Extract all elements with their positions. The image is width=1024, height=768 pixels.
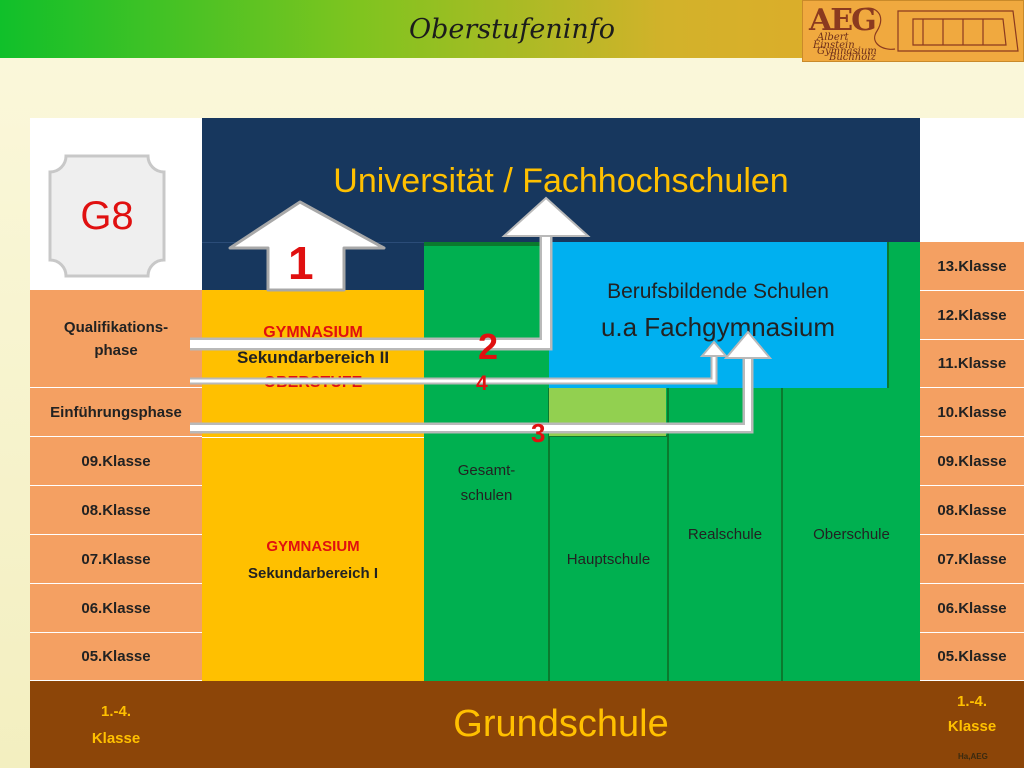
primary-grades-left: 1.-4. Klasse [30, 681, 202, 768]
gesamtschulen-label: schulen [460, 487, 513, 504]
arrow-4-icon [190, 340, 729, 385]
school-logo: AEG Albert Einstein Gymnasium Buchholz [802, 0, 1024, 62]
oberschule-block: Oberschule [813, 526, 890, 543]
g8-badge [48, 154, 166, 278]
arrow-2-label: 2 [478, 326, 499, 367]
grade-cell-left: 07.Klasse [30, 535, 202, 584]
pathway-arrows [190, 196, 773, 434]
arrow-1-icon [228, 200, 386, 292]
arrow-3-icon [190, 330, 773, 434]
primary-label: 1.-4. [100, 702, 131, 720]
green-divider [424, 242, 549, 246]
primary-label: Klasse [91, 729, 141, 747]
berufsbildende-schulen-block: Berufsbildende Schulen u.a Fachgymnasium [549, 242, 887, 388]
hauptschule-block: Hauptschule [566, 550, 651, 568]
school-system-diagram: Universität / Fachhochschulen G8 Qualifi… [30, 118, 1024, 768]
logo-line: Buchholz [829, 52, 876, 62]
logo-building-icon [862, 7, 1019, 52]
phase-label: phase [94, 341, 138, 359]
footer-credit: Ha,AEG [958, 752, 988, 761]
grade-cell-right: 08.Klasse [920, 486, 1024, 535]
gymnasium-upper-block: GYMNASIUM Sekundarbereich II OBERSTUFE [202, 290, 424, 437]
arrow-1-label: 1 [288, 237, 314, 289]
grade-cell-right: 12.Klasse [920, 291, 1024, 340]
grade-cell-right: 10.Klasse [920, 388, 1024, 437]
grade-cell-right: 06.Klasse [920, 584, 1024, 633]
primary-label: 1.-4. [956, 693, 987, 710]
grade-cell-right: 07.Klasse [920, 535, 1024, 584]
grade-cell-right: 05.Klasse [920, 633, 1024, 681]
page-title: Oberstufeninfo [408, 14, 616, 45]
grade-cell-right: 13.Klasse [920, 242, 1024, 291]
gesamtschulen-label: Gesamt- [457, 462, 516, 479]
logo-line: Albert [817, 32, 849, 43]
green-divider [887, 242, 889, 388]
grade-cell-left: 09.Klasse [30, 437, 202, 486]
logo-letters: AEG [809, 3, 877, 38]
logo-line: Gymnasium [817, 46, 877, 57]
primary-label: Klasse [947, 718, 997, 735]
gesamtschulen-block: Gesamt- schulen [424, 388, 549, 681]
green-divider [667, 388, 669, 681]
university-label: Universität / Fachhochschulen [333, 162, 789, 200]
grade-cell-right: 11.Klasse [920, 340, 1024, 388]
grade-cell-right: 09.Klasse [920, 437, 1024, 486]
green-divider [781, 388, 783, 681]
fachgymnasium-label: u.a Fachgymnasium [600, 312, 836, 342]
arrow-4-label: 4 [476, 372, 488, 395]
grade-cell-left: 05.Klasse [30, 633, 202, 681]
phase-label: Qualifikations- [63, 318, 169, 336]
logo-line: Einstein [813, 40, 855, 51]
berufsbildende-label: Berufsbildende Schulen [607, 280, 829, 303]
grade-cell-left: 08.Klasse [30, 486, 202, 535]
gymnasium-upper-title: GYMNASIUM [263, 324, 363, 341]
g8-label: G8 [80, 193, 134, 238]
primary-grades-right: 1.-4. Klasse [920, 681, 1024, 768]
gymnasium-lower-title: GYMNASIUM [266, 537, 360, 555]
gymnasium-lower-block: GYMNASIUM Sekundarbereich I [202, 437, 424, 681]
qualifikationsphase-cell: Qualifikations- phase [30, 290, 202, 388]
green-divider [548, 435, 667, 437]
gymnasium-upper-subtitle: Sekundarbereich II [236, 348, 390, 367]
grundschule-block: Grundschule [202, 681, 920, 768]
arrow-3-label: 3 [531, 418, 546, 448]
green-divider [548, 388, 550, 681]
arrow-2-icon [190, 196, 591, 351]
grade-cell-left: 06.Klasse [30, 584, 202, 633]
gymnasium-lower-subtitle: Sekundarbereich I [247, 564, 379, 582]
einfuehrungsphase-cell: Einführungsphase [30, 388, 202, 437]
right-blank [920, 118, 1024, 242]
realschule-block: Realschule [687, 526, 763, 543]
